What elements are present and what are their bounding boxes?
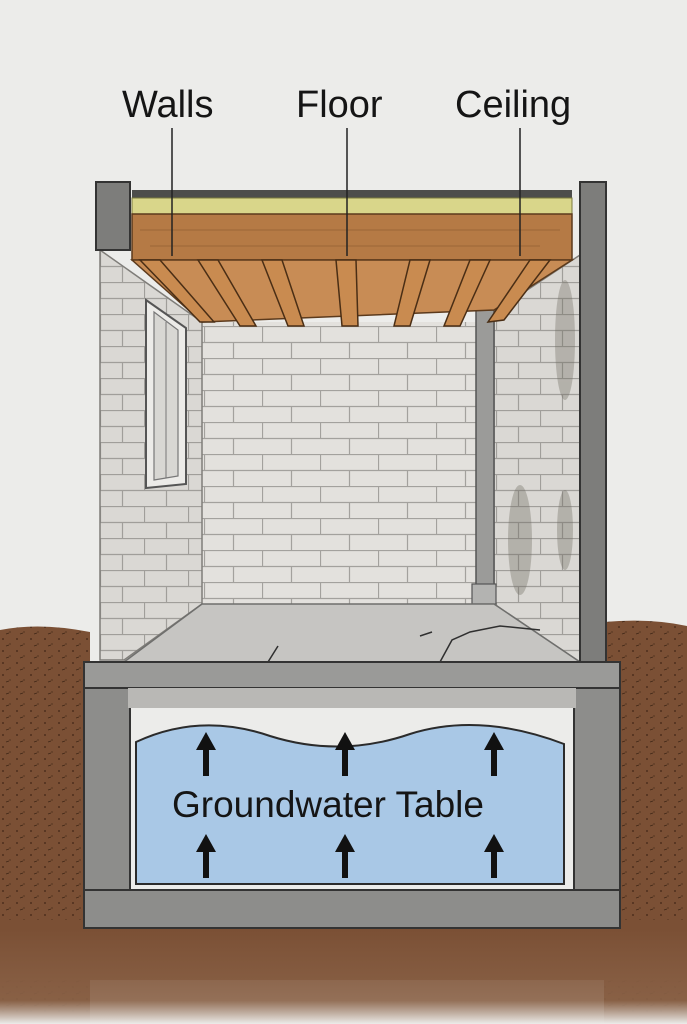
right-outer-column <box>579 181 607 665</box>
soil-ground <box>0 620 687 1024</box>
foundation-footing <box>83 661 621 929</box>
wood-subfloor <box>131 213 573 261</box>
basement-window <box>145 298 187 490</box>
ceiling-floor-assembly <box>130 190 575 327</box>
up-arrow-icon <box>196 732 216 776</box>
insulation-layer <box>131 197 573 215</box>
floor-cracks <box>267 625 541 663</box>
groundwater-area <box>135 724 565 885</box>
up-arrow-icon <box>484 834 504 878</box>
corner-post <box>475 309 495 601</box>
walls-label: Walls <box>122 84 214 126</box>
ceiling-label: Ceiling <box>455 84 572 126</box>
up-arrow-icon <box>335 732 355 776</box>
label-leader-lines <box>171 128 521 256</box>
left-outer-column <box>95 181 131 251</box>
floor-label: Floor <box>296 84 383 126</box>
up-arrow-icon <box>196 834 216 878</box>
up-arrow-icon <box>335 834 355 878</box>
moisture-stains <box>508 280 575 595</box>
groundwater-table-label: Groundwater Table <box>172 784 484 825</box>
up-arrow-icon <box>484 732 504 776</box>
ceiling-joists <box>138 259 552 327</box>
back-block-wall <box>202 322 478 604</box>
